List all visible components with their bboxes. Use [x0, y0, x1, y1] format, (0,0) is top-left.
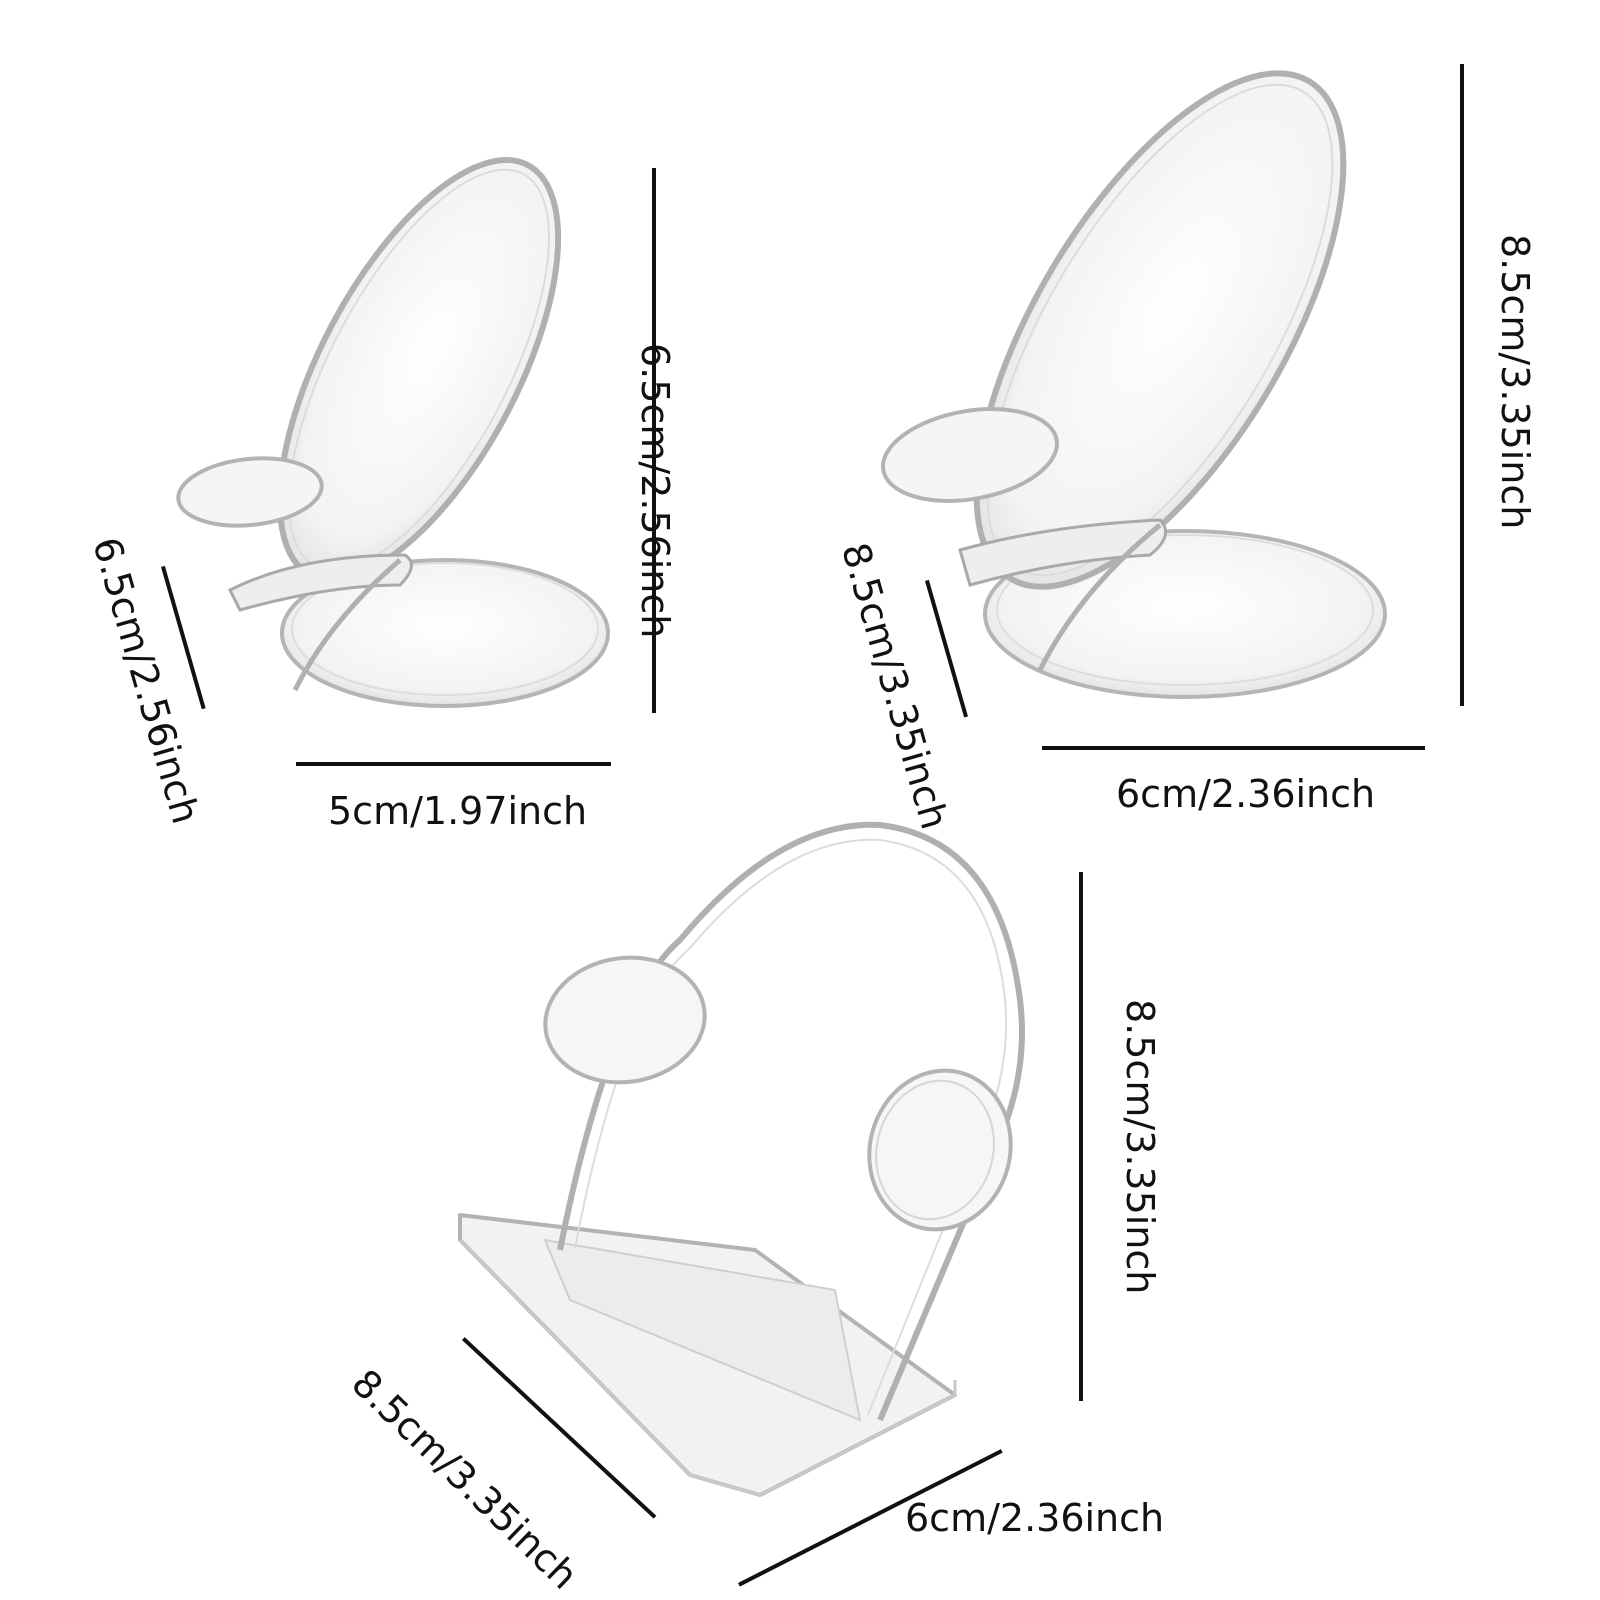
large-stand-hook [881, 407, 1059, 503]
small-stand-height-label: 6.5cm/2.56inch [633, 343, 677, 639]
rect-stand-height-label: 8.5cm/3.35inch [1118, 999, 1162, 1295]
large-oval-stand-drawing [881, 70, 1387, 699]
rect-stand-height-line [1079, 872, 1083, 1401]
rect-stand-right-hook [867, 1068, 1013, 1232]
small-stand-hook [176, 456, 324, 528]
rect-stand-width-label: 6cm/2.36inch [905, 1496, 1165, 1540]
small-oval-stand-drawing [176, 157, 610, 708]
small-stand-width-label: 5cm/1.97inch [328, 789, 588, 833]
rectangular-stand-drawing [458, 821, 1025, 1497]
rect-stand-left-hook [543, 955, 707, 1085]
small-stand-back-plate [276, 157, 562, 583]
large-stand-width-line [1042, 746, 1425, 750]
small-stand-width-line [296, 762, 611, 766]
large-stand-height-line [1460, 64, 1464, 706]
large-stand-height-label: 8.5cm/3.35inch [1493, 234, 1537, 530]
small-stand-height-line [652, 168, 656, 713]
large-stand-width-label: 6cm/2.36inch [1116, 772, 1376, 816]
large-stand-back-plate [973, 70, 1347, 590]
